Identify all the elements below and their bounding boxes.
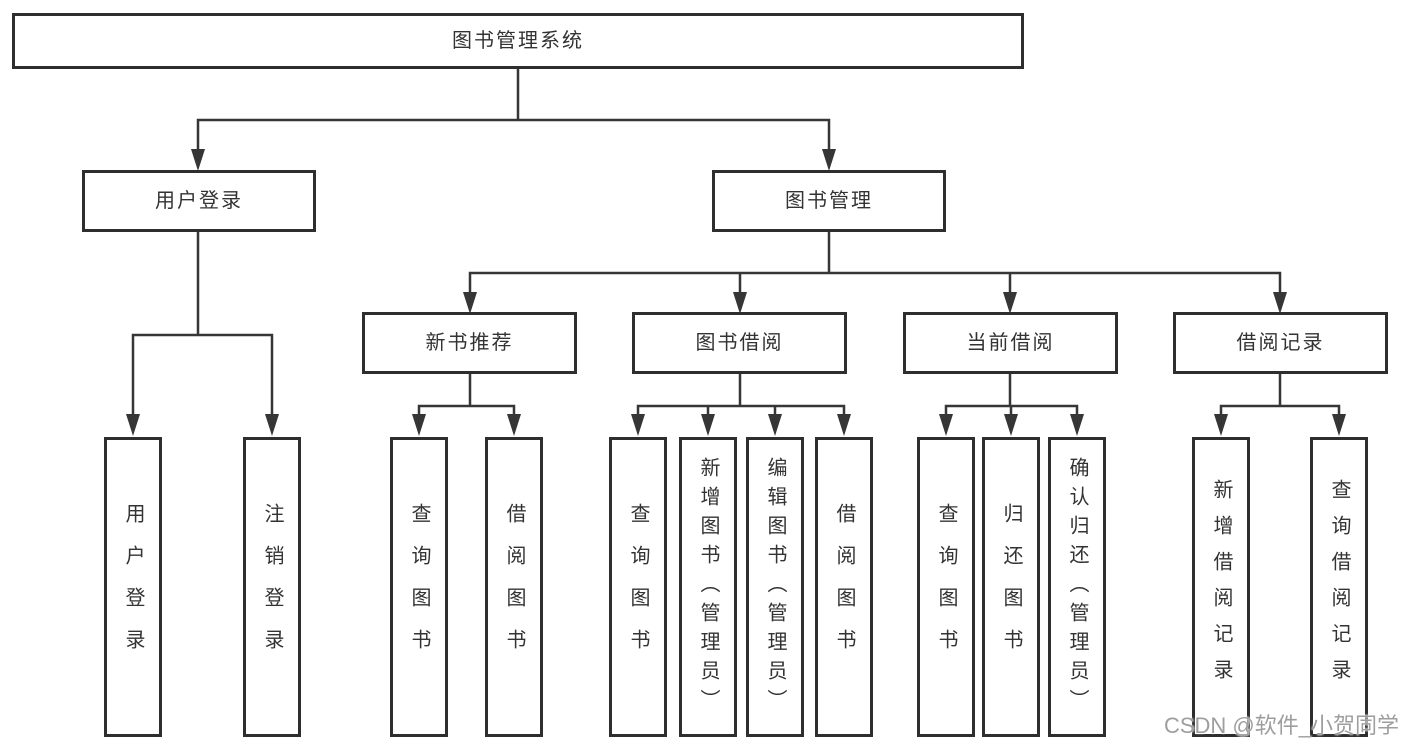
node-user-login: 用户登录 bbox=[82, 170, 316, 232]
arrowhead-icon bbox=[412, 414, 426, 436]
leaf-query-borrow-record-label: 查询借阅记录 bbox=[1328, 479, 1350, 695]
leaf-logout-label: 注销登录 bbox=[261, 503, 283, 671]
node-book-borrow: 图书借阅 bbox=[632, 312, 847, 374]
leaf-user-login: 用户登录 bbox=[104, 437, 162, 737]
node-root-label: 图书管理系统 bbox=[452, 30, 584, 52]
leaf-query-books-3-label: 查询图书 bbox=[935, 503, 957, 671]
arrowhead-icon bbox=[1003, 292, 1017, 314]
node-book-borrow-label: 图书借阅 bbox=[695, 332, 784, 354]
arrowhead-icon bbox=[733, 292, 747, 314]
connector-path bbox=[131, 67, 1341, 420]
arrowheads bbox=[126, 149, 1346, 436]
leaf-borrow-books-2-label: 借阅图书 bbox=[833, 503, 855, 671]
leaf-user-login-label: 用户登录 bbox=[122, 503, 144, 671]
leaf-borrow-books-1-label: 借阅图书 bbox=[503, 503, 525, 671]
leaf-borrow-books-1: 借阅图书 bbox=[485, 437, 543, 737]
leaf-logout: 注销登录 bbox=[243, 437, 301, 737]
leaf-return-books-label: 归还图书 bbox=[1000, 503, 1022, 671]
arrowhead-icon bbox=[768, 414, 782, 436]
arrowhead-icon bbox=[631, 414, 645, 436]
node-new-book-recommend-label: 新书推荐 bbox=[425, 332, 514, 354]
arrowhead-icon bbox=[822, 149, 836, 171]
node-borrow-records: 借阅记录 bbox=[1173, 312, 1388, 374]
arrowhead-icon bbox=[701, 414, 715, 436]
node-current-borrow-label: 当前借阅 bbox=[966, 332, 1055, 354]
leaf-confirm-return-admin: 确认归还（管理员） bbox=[1048, 437, 1106, 737]
node-new-book-recommend: 新书推荐 bbox=[362, 312, 577, 374]
leaf-query-books-3: 查询图书 bbox=[917, 437, 975, 737]
node-borrow-records-label: 借阅记录 bbox=[1236, 332, 1325, 354]
arrowhead-icon bbox=[463, 292, 477, 314]
node-book-management-label: 图书管理 bbox=[785, 190, 873, 212]
node-book-management: 图书管理 bbox=[712, 170, 946, 232]
arrowhead-icon bbox=[1273, 292, 1287, 314]
leaf-add-books-admin-label: 新增图书（管理员） bbox=[697, 456, 719, 718]
leaf-edit-books-admin-label: 编辑图书（管理员） bbox=[764, 456, 786, 718]
arrowhead-icon bbox=[191, 149, 205, 171]
node-user-login-label: 用户登录 bbox=[155, 190, 243, 212]
leaf-edit-books-admin: 编辑图书（管理员） bbox=[746, 437, 804, 737]
leaf-confirm-return-admin-label: 确认归还（管理员） bbox=[1066, 456, 1088, 718]
leaf-query-borrow-record: 查询借阅记录 bbox=[1310, 437, 1368, 737]
leaf-return-books: 归还图书 bbox=[982, 437, 1040, 737]
leaf-add-borrow-record: 新增借阅记录 bbox=[1192, 437, 1250, 737]
arrowhead-icon bbox=[507, 414, 521, 436]
csdn-watermark: CSDN @软件_小贺同学 bbox=[1163, 713, 1399, 738]
leaf-add-borrow-record-label: 新增借阅记录 bbox=[1210, 479, 1232, 695]
node-current-borrow: 当前借阅 bbox=[903, 312, 1118, 374]
arrowhead-icon bbox=[1004, 414, 1018, 436]
arrowhead-icon bbox=[1332, 414, 1346, 436]
arrowhead-icon bbox=[837, 414, 851, 436]
leaf-add-books-admin: 新增图书（管理员） bbox=[679, 437, 737, 737]
arrowhead-icon bbox=[1214, 414, 1228, 436]
arrowhead-icon bbox=[265, 414, 279, 436]
leaf-query-books-1-label: 查询图书 bbox=[408, 503, 430, 671]
node-root: 图书管理系统 bbox=[12, 13, 1024, 69]
leaf-borrow-books-2: 借阅图书 bbox=[815, 437, 873, 737]
arrowhead-icon bbox=[1070, 414, 1084, 436]
leaf-query-books-1: 查询图书 bbox=[390, 437, 448, 737]
arrowhead-icon bbox=[939, 414, 953, 436]
leaf-query-books-2-label: 查询图书 bbox=[627, 503, 649, 671]
arrowhead-icon bbox=[126, 414, 140, 436]
leaf-query-books-2: 查询图书 bbox=[609, 437, 667, 737]
